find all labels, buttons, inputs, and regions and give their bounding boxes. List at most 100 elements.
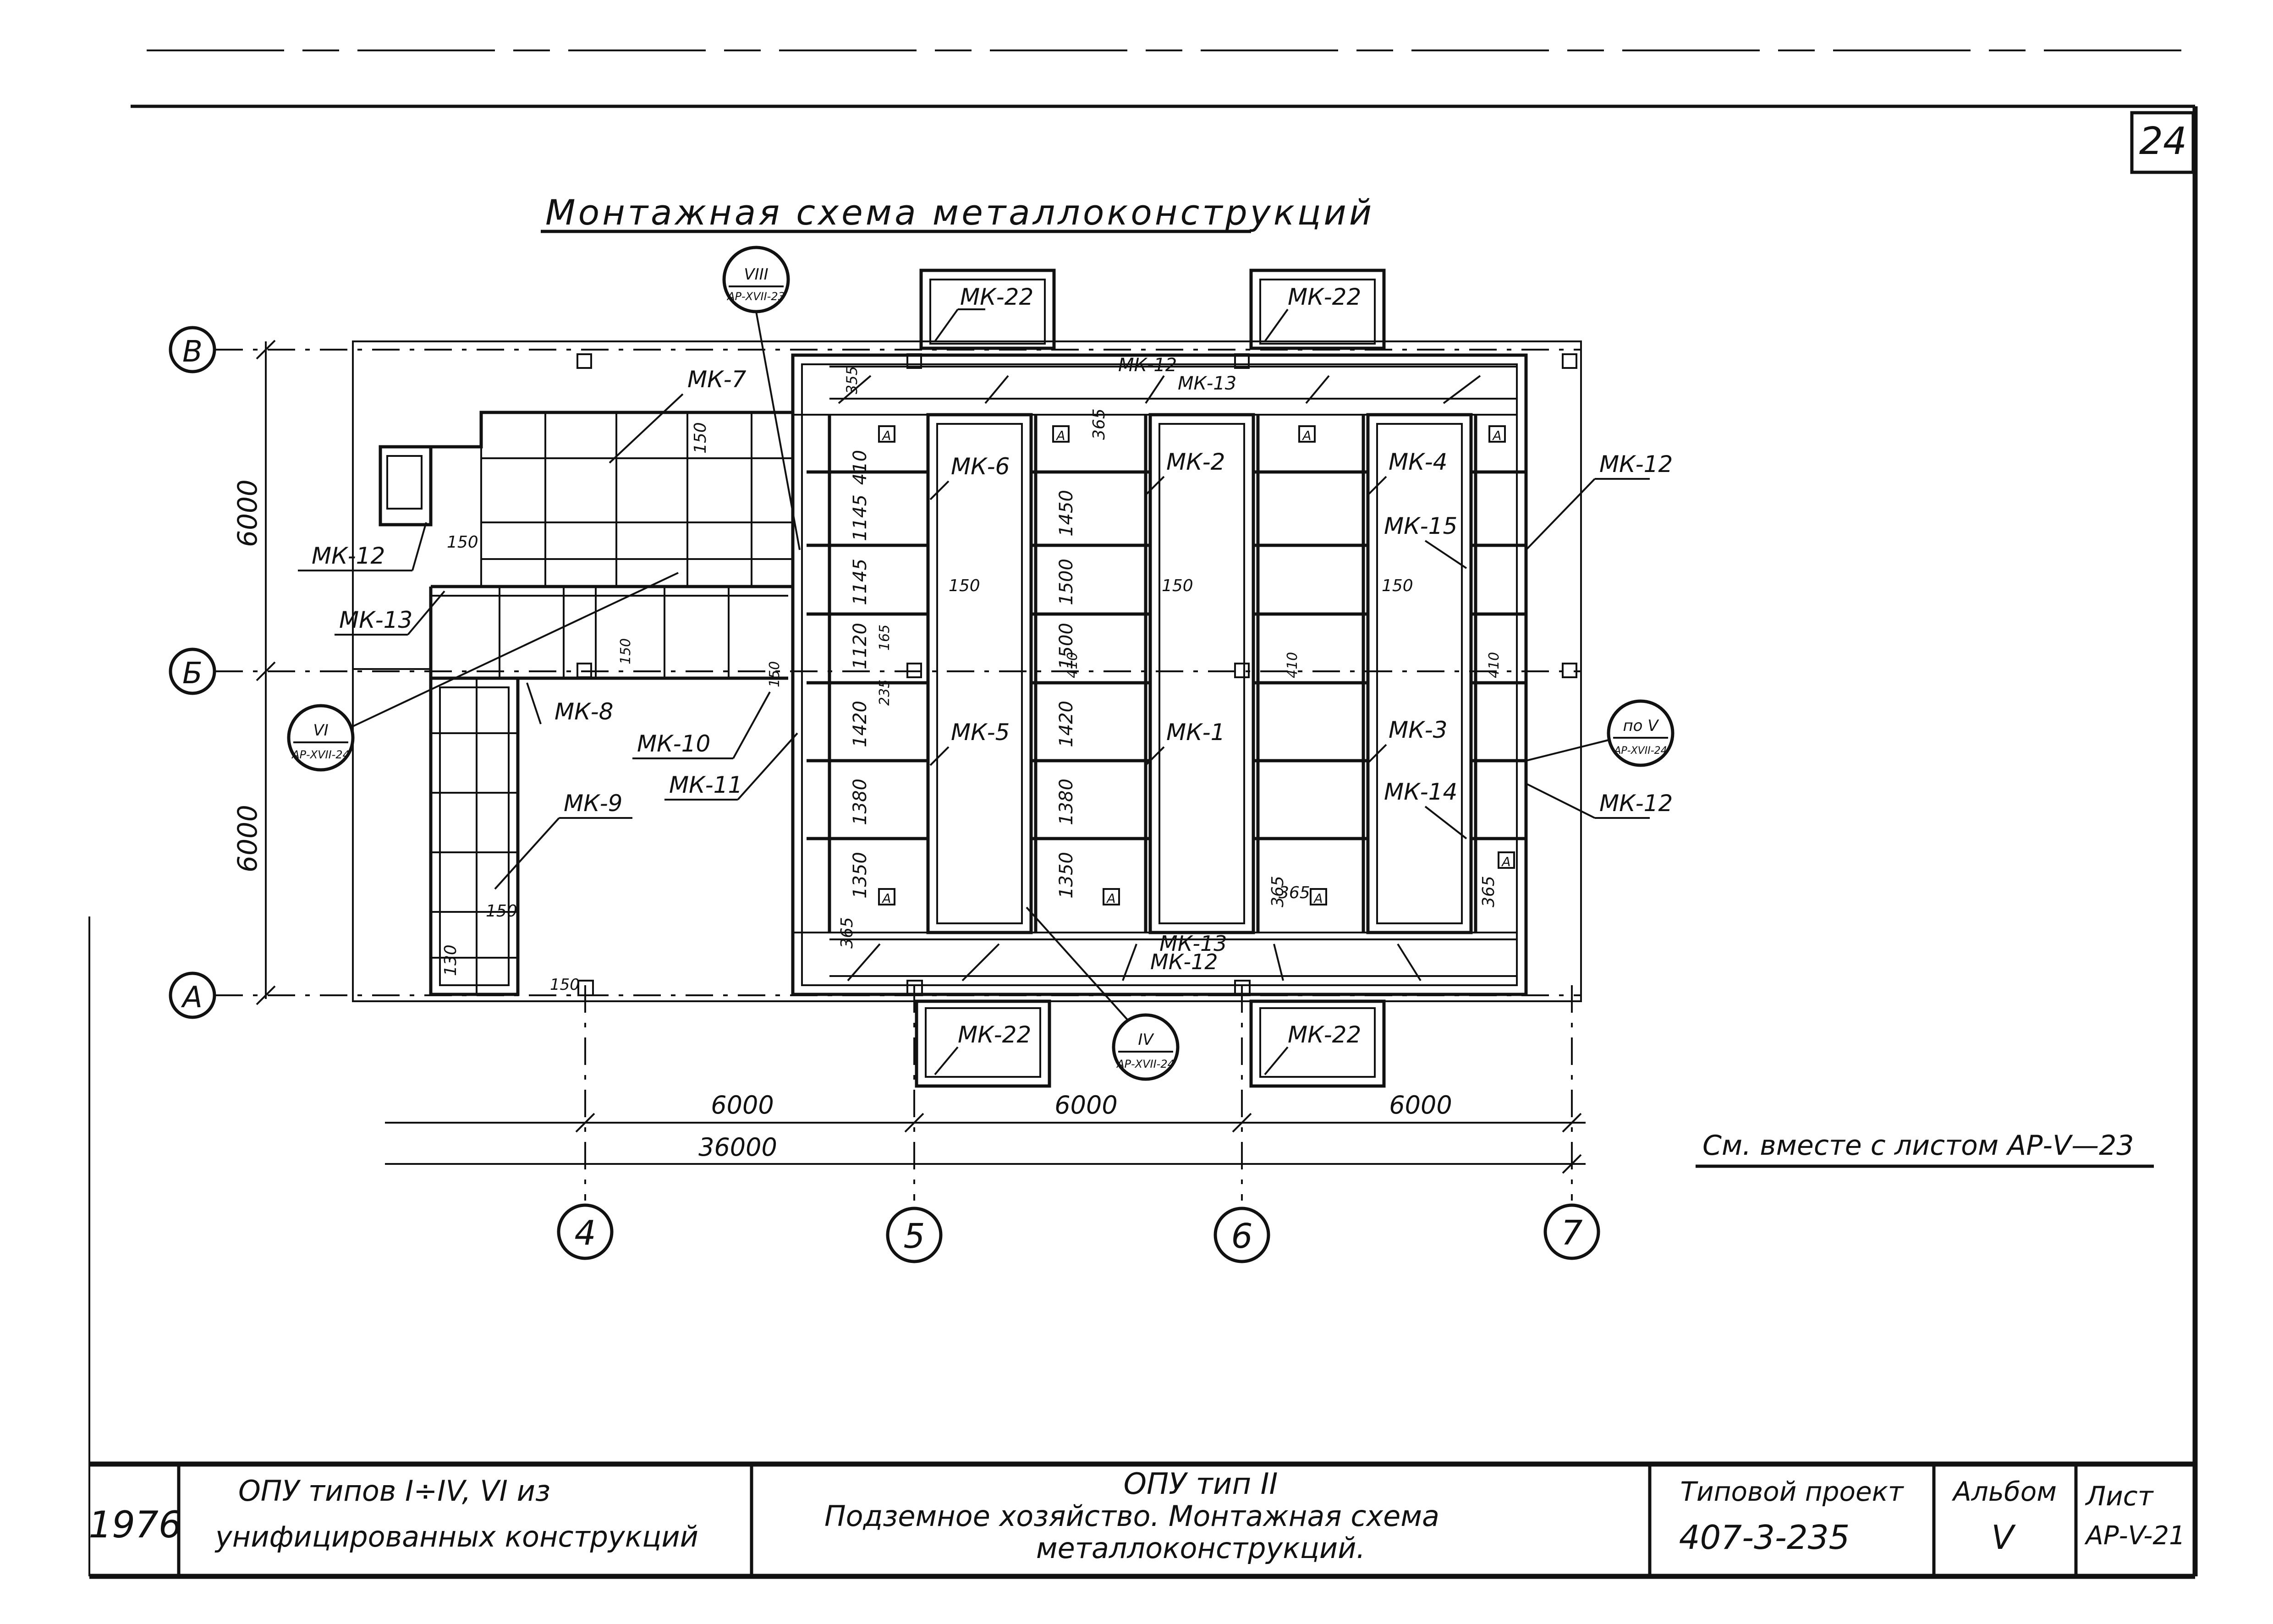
label-mk10: МК-10 bbox=[637, 730, 710, 757]
label-mk9: МК-9 bbox=[564, 790, 623, 817]
dim-150-g: 150 bbox=[618, 638, 634, 664]
label-mk6: МК-6 bbox=[951, 453, 1010, 480]
anchor-label: А bbox=[1301, 428, 1311, 443]
anchor-label: А bbox=[881, 891, 891, 906]
tb-album-value: V bbox=[1991, 1518, 2016, 1557]
callout-po-v-ref: АР-XVII-24 bbox=[1613, 745, 1667, 757]
dim-left-2: 1145 bbox=[850, 494, 871, 541]
note: См. вместе с листом АР-V—23 bbox=[1696, 1130, 2154, 1168]
axis-col-7: 7 bbox=[1561, 1213, 1582, 1253]
dim-mid-5: 1380 bbox=[1056, 779, 1077, 825]
dim-left-6: 1380 bbox=[850, 779, 871, 825]
tb-description-1: ОПУ типов I÷IV, VI из bbox=[238, 1474, 550, 1508]
dim-150-i: 150 bbox=[550, 976, 580, 994]
callout-po-v-num: по V bbox=[1623, 717, 1659, 735]
dim-355: 355 bbox=[843, 366, 861, 394]
dim-410-c: 410 bbox=[1486, 652, 1502, 678]
dim-left-5: 1420 bbox=[850, 701, 871, 747]
callout-iv[interactable]: IV АР-XVII-24 bbox=[1026, 906, 1180, 1081]
dim-vertical-top: 6000 bbox=[232, 479, 263, 547]
label-mk4: МК-4 bbox=[1389, 449, 1448, 475]
horizontal-dimensions: 6000 6000 6000 36000 bbox=[385, 1091, 1586, 1174]
dim-150-e: 150 bbox=[691, 422, 710, 454]
tb-album-label: Альбом bbox=[1951, 1476, 2057, 1507]
section-callouts: VIII АР-XVII-23 VI АР-XVII-24 IV АР-XVII… bbox=[287, 246, 1675, 1081]
dim-410-a: 410 bbox=[1065, 652, 1081, 678]
callout-vi-ref: АР-XVII-24 bbox=[291, 748, 350, 761]
dim-365-b: 365 bbox=[1268, 876, 1287, 907]
callout-vi[interactable]: VI АР-XVII-24 bbox=[287, 572, 679, 772]
note-text: См. вместе с листом АР-V—23 bbox=[1702, 1130, 2134, 1162]
anchor-label: А bbox=[881, 428, 891, 443]
sheet-frame bbox=[88, 106, 2198, 1579]
label-mk15: МК-15 bbox=[1384, 513, 1457, 539]
anchor-label: А bbox=[1492, 428, 1501, 443]
label-mk22-tl: МК-22 bbox=[960, 284, 1033, 310]
label-mk12-top: МК-12 bbox=[1118, 355, 1177, 376]
row-axis-markers: В Б А bbox=[169, 326, 216, 1019]
column-axis-markers: 4 5 6 7 bbox=[557, 1203, 1600, 1263]
dim-365-a: 365 bbox=[1090, 408, 1109, 440]
drawing-title: Монтажная схема металлоконструкций bbox=[541, 192, 1374, 233]
sheet-number: 24 bbox=[2139, 120, 2187, 163]
dim-total: 36000 bbox=[698, 1133, 777, 1162]
anchor-boxes: А А А А А А А А bbox=[878, 425, 1515, 906]
dim-235: 235 bbox=[877, 680, 893, 706]
dim-mid-1: 1450 bbox=[1056, 490, 1077, 537]
label-mk3: МК-3 bbox=[1389, 717, 1448, 743]
title-block: 1976 ОПУ типов I÷IV, VI из унифицированн… bbox=[88, 1461, 2195, 1576]
anchor-label: А bbox=[1055, 428, 1065, 443]
dim-365-d: 365 bbox=[838, 917, 856, 949]
callout-vi-num: VI bbox=[313, 721, 328, 740]
dim-mid-3: 1500 bbox=[1056, 623, 1077, 669]
dim-150-a: 150 bbox=[949, 576, 980, 595]
drawing-title-text: Монтажная схема металлоконструкций bbox=[545, 192, 1374, 233]
axis-col-6: 6 bbox=[1231, 1217, 1252, 1256]
label-mk12-right-bottom: МК-12 bbox=[1599, 790, 1673, 817]
callout-viii[interactable]: VIII АР-XVII-23 bbox=[722, 246, 801, 550]
vertical-dimensions: 6000 6000 bbox=[232, 340, 276, 1005]
callout-po-v[interactable]: по V АР-XVII-24 bbox=[1526, 699, 1675, 767]
label-mk2: МК-2 bbox=[1166, 449, 1225, 475]
dim-mid-6: 1350 bbox=[1056, 852, 1077, 899]
trenches bbox=[829, 366, 1517, 982]
top-border-lines bbox=[131, 49, 2200, 108]
tb-drawing-2: Подземное хозяйство. Монтажная схема bbox=[824, 1499, 1439, 1533]
member-labels: МК-22 МК-22 МК-22 МК-22 МК-12 МК-13 МК-1… bbox=[298, 284, 1673, 1075]
dim-span-3: 6000 bbox=[1389, 1091, 1452, 1119]
tb-sheet-label: Лист bbox=[2085, 1481, 2154, 1512]
dim-left-7: 1350 bbox=[850, 852, 871, 899]
label-mk11: МК-11 bbox=[669, 772, 742, 798]
tb-drawing-1: ОПУ тип II bbox=[1124, 1467, 1278, 1501]
label-mk12-left: МК-12 bbox=[312, 543, 385, 569]
tb-year: 1976 bbox=[88, 1503, 182, 1546]
label-mk22-bl: МК-22 bbox=[958, 1021, 1031, 1048]
axis-row-b: Б bbox=[182, 657, 203, 691]
dim-150-b: 150 bbox=[1162, 576, 1193, 595]
dim-mid-2: 1500 bbox=[1056, 559, 1077, 605]
anchor-label: А bbox=[1501, 854, 1510, 869]
dim-130: 130 bbox=[441, 944, 460, 976]
axis-col-4: 4 bbox=[574, 1213, 596, 1253]
dim-mid-4: 1420 bbox=[1056, 701, 1077, 747]
dim-vertical-bottom: 6000 bbox=[232, 805, 263, 872]
dim-150-f: 150 bbox=[486, 902, 517, 921]
dim-410-b: 410 bbox=[1285, 652, 1301, 678]
column-squares bbox=[576, 353, 1577, 996]
cross-beams bbox=[807, 470, 1526, 840]
label-mk22-br: МК-22 bbox=[1288, 1021, 1361, 1048]
label-mk8: МК-8 bbox=[555, 698, 614, 725]
tb-project-label: Типовой проект bbox=[1680, 1476, 1904, 1507]
pit-dimensions: 410 1145 1145 1120 1420 1380 1350 1450 1… bbox=[441, 366, 1502, 994]
callout-iv-ref: АР-XVII-24 bbox=[1116, 1058, 1175, 1070]
left-lower-grid bbox=[429, 676, 520, 996]
axis-row-a: А bbox=[181, 981, 203, 1015]
label-mk13-left: МК-13 bbox=[339, 607, 412, 633]
dim-left-4: 1120 bbox=[850, 623, 871, 669]
dim-365-e: 365 bbox=[1279, 883, 1310, 902]
dim-150-c: 150 bbox=[1382, 576, 1413, 595]
tb-sheet-value: АР-V-21 bbox=[2084, 1521, 2185, 1551]
callout-viii-ref: АР-XVII-23 bbox=[726, 290, 785, 303]
label-mk1: МК-1 bbox=[1166, 719, 1225, 746]
label-mk13-top: МК-13 bbox=[1178, 373, 1236, 394]
